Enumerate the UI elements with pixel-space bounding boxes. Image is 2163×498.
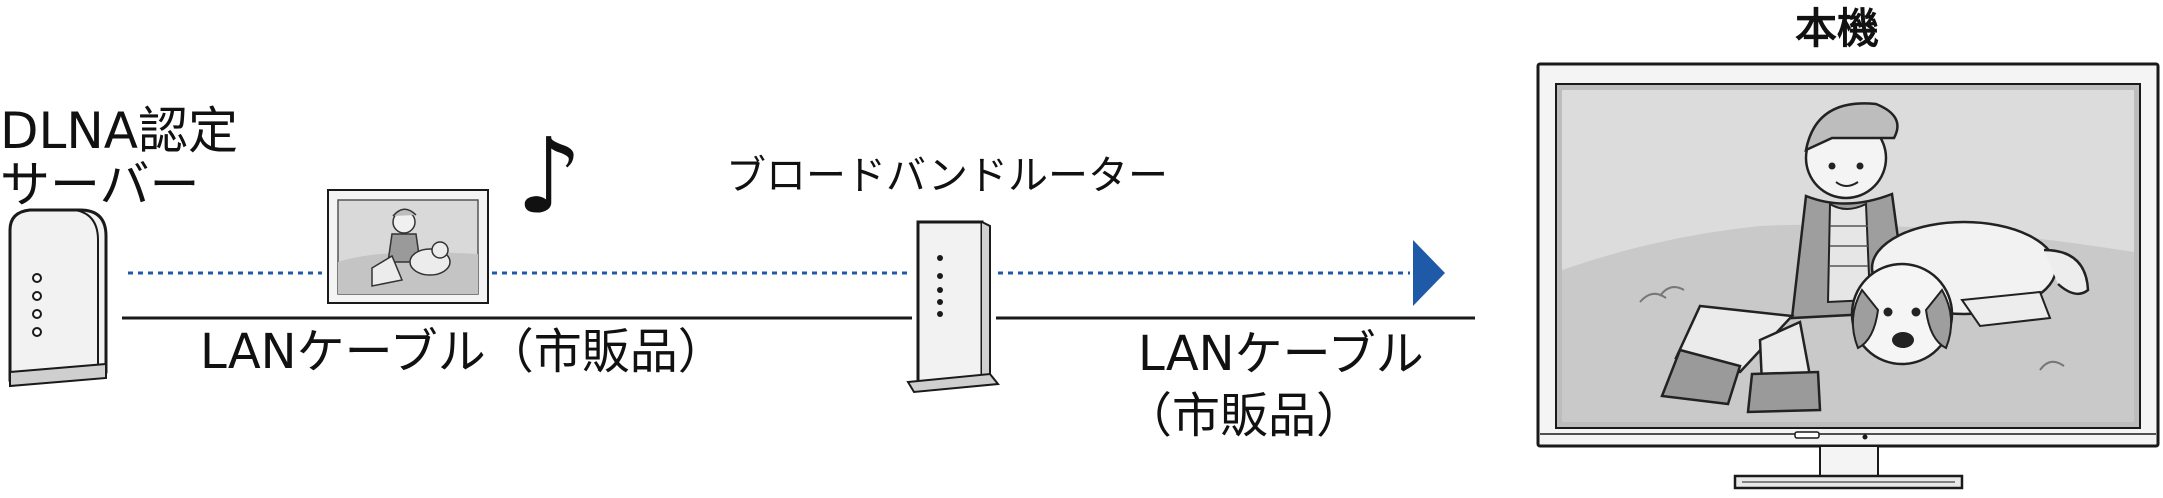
dlna-server-label-line1: DLNA認定 xyxy=(0,102,238,160)
music-note-icon: ♪ xyxy=(516,115,583,237)
lan-cable-right-label-line2: （市販品） xyxy=(1124,388,1365,444)
data-flow-arrow-icon xyxy=(1413,240,1445,306)
tv-label: 本機 xyxy=(1795,4,1880,53)
tv-screen-illustration xyxy=(1562,102,2134,422)
lan-cable-left-label: LANケーブル（市販品） xyxy=(200,324,726,380)
broadband-router-device xyxy=(906,220,1000,394)
photo-thumbnail-icon xyxy=(327,189,489,304)
lan-cable-right-label-line1: LANケーブル xyxy=(1138,326,1424,382)
dlna-server-device xyxy=(8,208,108,388)
dlna-server-label-line2: サーバー xyxy=(0,156,200,214)
router-label: ブロードバンドルーター xyxy=(726,153,1168,199)
